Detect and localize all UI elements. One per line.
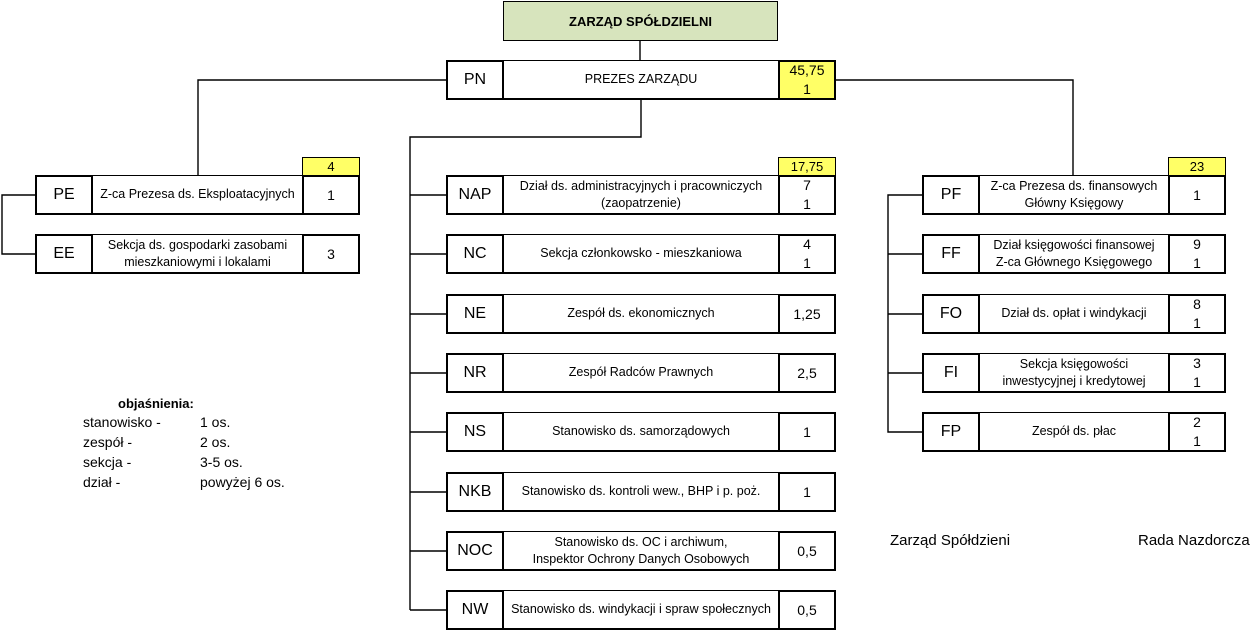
legend-term: sekcja - <box>83 454 132 470</box>
unit-name: Dział księgowości finansowej Z-ca Główne… <box>980 234 1168 274</box>
unit-code: NS <box>446 412 504 452</box>
unit-staff-count: 1 <box>302 175 360 215</box>
unit-staff-count: 1,25 <box>778 294 836 334</box>
unit-staff-count: 4 1 <box>778 234 836 274</box>
unit-code: FO <box>922 294 980 334</box>
unit-staff-count: 7 1 <box>778 175 836 215</box>
unit-name: Sekcja księgowości inwestycyjnej i kredy… <box>980 353 1168 393</box>
unit-staff-count: 2,5 <box>778 353 836 393</box>
connector-left-pe-ee <box>1 194 35 255</box>
unit-name: Z-ca Prezesa ds. finansowych Główny Księ… <box>980 175 1168 215</box>
unit-staff-count: 1 <box>778 472 836 512</box>
branch-total-badge: 23 <box>1168 157 1226 176</box>
legend-term: zespół - <box>83 434 133 450</box>
unit-name: Sekcja ds. gospodarki zasobami mieszkani… <box>93 234 302 274</box>
unit-code: FF <box>922 234 980 274</box>
branch-total-badge: 17,75 <box>778 157 836 176</box>
connector-president-to-left-branch <box>197 79 446 175</box>
legend-term: stanowisko - <box>83 414 161 430</box>
unit-staff-count: 9 1 <box>1168 234 1226 274</box>
unit-name: Zespół ds. ekonomicznych <box>504 294 778 334</box>
legend-value: 1 os. <box>200 414 231 430</box>
legend-term: dział - <box>83 474 121 490</box>
unit-code: EE <box>35 234 93 274</box>
unit-code: NR <box>446 353 504 393</box>
unit-code: NKB <box>446 472 504 512</box>
unit-staff-count: 1 <box>1168 175 1226 215</box>
unit-code: FI <box>922 353 980 393</box>
unit-code: NC <box>446 234 504 274</box>
branch-total-badge: 4 <box>302 157 360 176</box>
unit-code: PN <box>446 60 504 100</box>
unit-code: NW <box>446 590 504 630</box>
unit-code: NE <box>446 294 504 334</box>
unit-code: NAP <box>446 175 504 215</box>
unit-staff-count: 2 1 <box>1168 412 1226 452</box>
unit-staff-count: 0,5 <box>778 531 836 571</box>
council-signature-label: Rada Nazdorcza <box>1138 532 1250 549</box>
unit-staff-count: 1 <box>778 412 836 452</box>
board-title-box: ZARZĄD SPÓŁDZIELNI <box>503 1 778 41</box>
unit-staff-count: 3 <box>302 234 360 274</box>
unit-name: Stanowisko ds. kontroli wew., BHP i p. p… <box>504 472 778 512</box>
unit-name: Stanowisko ds. windykacji i spraw społec… <box>504 590 778 630</box>
legend-title: objaśnienia: <box>118 396 194 411</box>
unit-code: NOC <box>446 531 504 571</box>
legend-value: 2 os. <box>200 434 231 450</box>
unit-name: Zespół Radców Prawnych <box>504 353 778 393</box>
unit-staff-count: 45,75 1 <box>778 60 836 100</box>
unit-code: FP <box>922 412 980 452</box>
unit-name: Dział ds. administracyjnych i pracownicz… <box>504 175 778 215</box>
unit-staff-count: 8 1 <box>1168 294 1226 334</box>
unit-name: PREZES ZARZĄDU <box>504 60 778 100</box>
connector-president-to-right-branch <box>836 79 1074 175</box>
unit-name: Zespół ds. płac <box>980 412 1168 452</box>
unit-name: Z-ca Prezesa ds. Eksploatacyjnych <box>93 175 302 215</box>
legend-value: 3-5 os. <box>200 454 243 470</box>
board-signature-label: Zarząd Spółdzieni <box>890 532 1011 549</box>
unit-name: Stanowisko ds. OC i archiwum, Inspektor … <box>504 531 778 571</box>
unit-staff-count: 3 1 <box>1168 353 1226 393</box>
legend-value: powyżej 6 os. <box>200 474 285 490</box>
unit-code: PE <box>35 175 93 215</box>
unit-code: PF <box>922 175 980 215</box>
unit-name: Stanowisko ds. samorządowych <box>504 412 778 452</box>
unit-name: Dział ds. opłat i windykacji <box>980 294 1168 334</box>
unit-staff-count: 0,5 <box>778 590 836 630</box>
unit-name: Sekcja członkowsko - mieszkaniowa <box>504 234 778 274</box>
